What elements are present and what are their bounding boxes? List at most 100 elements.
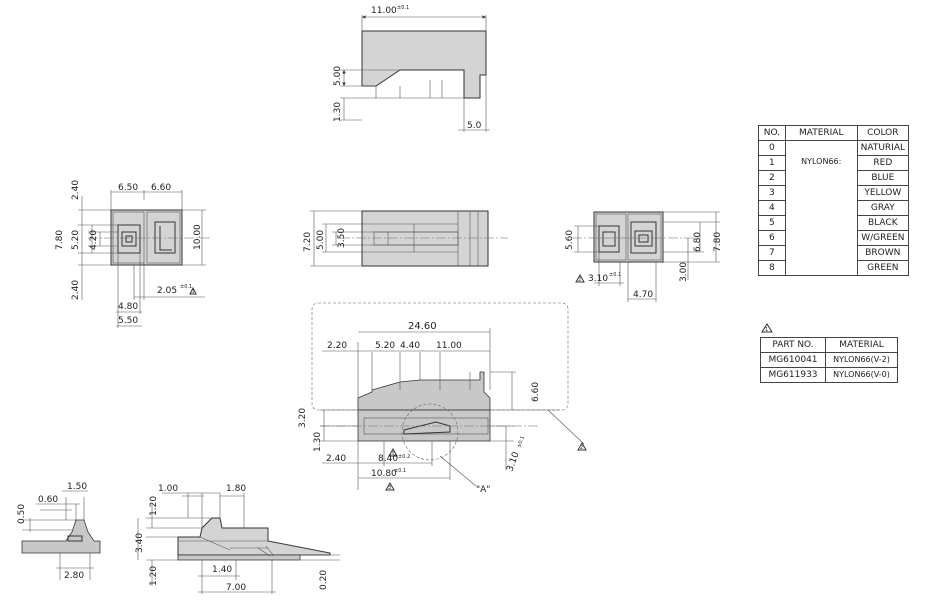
- part-table-header-material: MATERIAL: [825, 337, 898, 353]
- flag-3-marker-sec: 3: [388, 447, 398, 457]
- table-row: 7 BROWN: [758, 245, 910, 261]
- flag-3-sec-label: 3: [391, 451, 394, 457]
- table-row: 6 W/GREEN: [758, 230, 910, 246]
- flag-2-sec-label: 2: [580, 445, 583, 451]
- dim-top-tail: 5.0: [467, 121, 482, 131]
- dim-sec-v1: 3.10: [505, 451, 521, 474]
- row-no: 8: [758, 260, 786, 276]
- right-end-view: [572, 211, 720, 302]
- section-view: [311, 302, 585, 490]
- dim-dr-c: 1.20: [149, 496, 159, 516]
- dim-mid-h1: 7.20: [303, 232, 313, 252]
- color-table-header-color: COLOR: [856, 125, 910, 141]
- dim-left-b3-tol: ±0.1: [180, 284, 192, 290]
- table-row: 5 BLACK: [758, 215, 910, 231]
- part-no-cell: MG611933: [760, 367, 826, 383]
- dim-sec-b: 5.20: [375, 341, 395, 351]
- dim-top-h1: 5.00: [333, 66, 343, 86]
- dim-sec-l1: 2.40: [326, 454, 346, 464]
- dim-dl-a: 1.50: [67, 482, 87, 492]
- dim-right-h2: 6.80: [693, 232, 703, 252]
- dim-dr-h: 0.20: [319, 570, 329, 590]
- dim-top-h2: 1.30: [333, 102, 343, 122]
- dim-mid-h2: 5.00: [316, 230, 326, 250]
- dim-right-b2: 3.00: [679, 262, 689, 282]
- row-color: RED: [856, 155, 910, 171]
- dim-top-width-tol: ±0.1: [397, 5, 409, 11]
- flag-3-label: 3: [192, 289, 195, 294]
- dim-left-h-top: 2.40: [71, 180, 81, 200]
- flag-2-right-label: 2: [578, 277, 581, 283]
- dim-dr-e: 1.20: [149, 566, 159, 586]
- dim-dl-d: 2.80: [64, 571, 84, 581]
- part-material-cell: NYLON66(V-2): [825, 352, 898, 368]
- dim-sec-d: 11.00: [436, 341, 462, 351]
- table-row: MG610041 NYLON66(V-2): [760, 352, 898, 368]
- dim-sec-l2-tol: ±0.2: [398, 454, 410, 460]
- dim-left-w2: 6.60: [151, 183, 171, 193]
- detail-left: [21, 490, 101, 580]
- dim-left-b3: 2.05: [157, 286, 177, 296]
- left-end-view: [78, 190, 212, 328]
- dim-right-h1: 5.60: [565, 230, 575, 250]
- row-color: YELLOW: [856, 185, 910, 201]
- middle-side-view: [310, 210, 508, 267]
- flag-3-marker: 3: [189, 286, 197, 295]
- dim-sec-v1-tol: ±0.1: [516, 435, 526, 448]
- flag-2-marker-sec: 2: [577, 441, 587, 451]
- row-color: W/GREEN: [856, 230, 910, 246]
- dim-right-b1: 3.10: [588, 274, 608, 284]
- part-table: PART NO. MATERIAL MG610041 NYLON66(V-2) …: [760, 337, 898, 383]
- part-no-cell: MG610041: [760, 352, 826, 368]
- row-no: 4: [758, 200, 786, 216]
- dim-dl-c: 0.50: [17, 504, 27, 524]
- dim-left-h-bot: 2.40: [71, 280, 81, 300]
- dim-sec-l2: 8.40: [378, 454, 398, 464]
- dim-right-b1-tol: ±0.1: [609, 272, 621, 278]
- dim-left-b1: 4.80: [118, 302, 138, 312]
- dim-dr-g: 7.00: [226, 583, 246, 593]
- dim-dr-b: 1.80: [226, 484, 246, 494]
- row-color: BROWN: [856, 245, 910, 261]
- dim-left-w1: 6.50: [118, 183, 138, 193]
- row-no: 6: [758, 230, 786, 246]
- part-table-header: PART NO. MATERIAL: [760, 337, 898, 353]
- dim-left-b2: 5.50: [118, 316, 138, 326]
- row-no: 0: [758, 140, 786, 156]
- color-table-header-no: NO.: [758, 125, 786, 141]
- detail-right: [137, 492, 340, 594]
- row-no: 1: [758, 155, 786, 171]
- dim-left-h3: 4.20: [89, 230, 99, 250]
- dim-dr-d: 3.40: [135, 533, 145, 553]
- material-cell: NYLON66:: [784, 140, 858, 276]
- dim-sec-a: 2.20: [327, 341, 347, 351]
- color-table-header: NO. MATERIAL COLOR: [758, 125, 910, 141]
- dim-sec-c: 4.40: [400, 341, 420, 351]
- flag-3-sec2-label: 3: [388, 485, 391, 491]
- top-view: [340, 15, 490, 132]
- dim-sec-h3: 1.30: [313, 432, 323, 452]
- dim-sec-h1: 6.60: [531, 382, 541, 402]
- row-color: BLACK: [856, 215, 910, 231]
- dim-dr-a: 1.00: [158, 484, 178, 494]
- flag-1-label: 1: [765, 327, 768, 333]
- table-row: 0 NYLON66: NATURIAL: [758, 140, 910, 276]
- dim-sec-total: 24.60: [408, 321, 437, 332]
- dim-left-h1: 7.80: [55, 230, 65, 250]
- row-no: 7: [758, 245, 786, 261]
- dim-dr-f: 1.40: [212, 565, 232, 575]
- part-table-header-part: PART NO.: [760, 337, 826, 353]
- flag-1-marker-part-table: 1: [761, 323, 773, 333]
- detail-label-a: "A": [476, 485, 490, 495]
- dim-right-h3: 7.80: [713, 232, 723, 252]
- dim-sec-l3-tol: ±0.1: [394, 468, 406, 474]
- dim-left-h-right: 10.00: [193, 224, 203, 250]
- row-no: 5: [758, 215, 786, 231]
- row-color: BLUE: [856, 170, 910, 186]
- row-color: NATURIAL: [856, 140, 910, 156]
